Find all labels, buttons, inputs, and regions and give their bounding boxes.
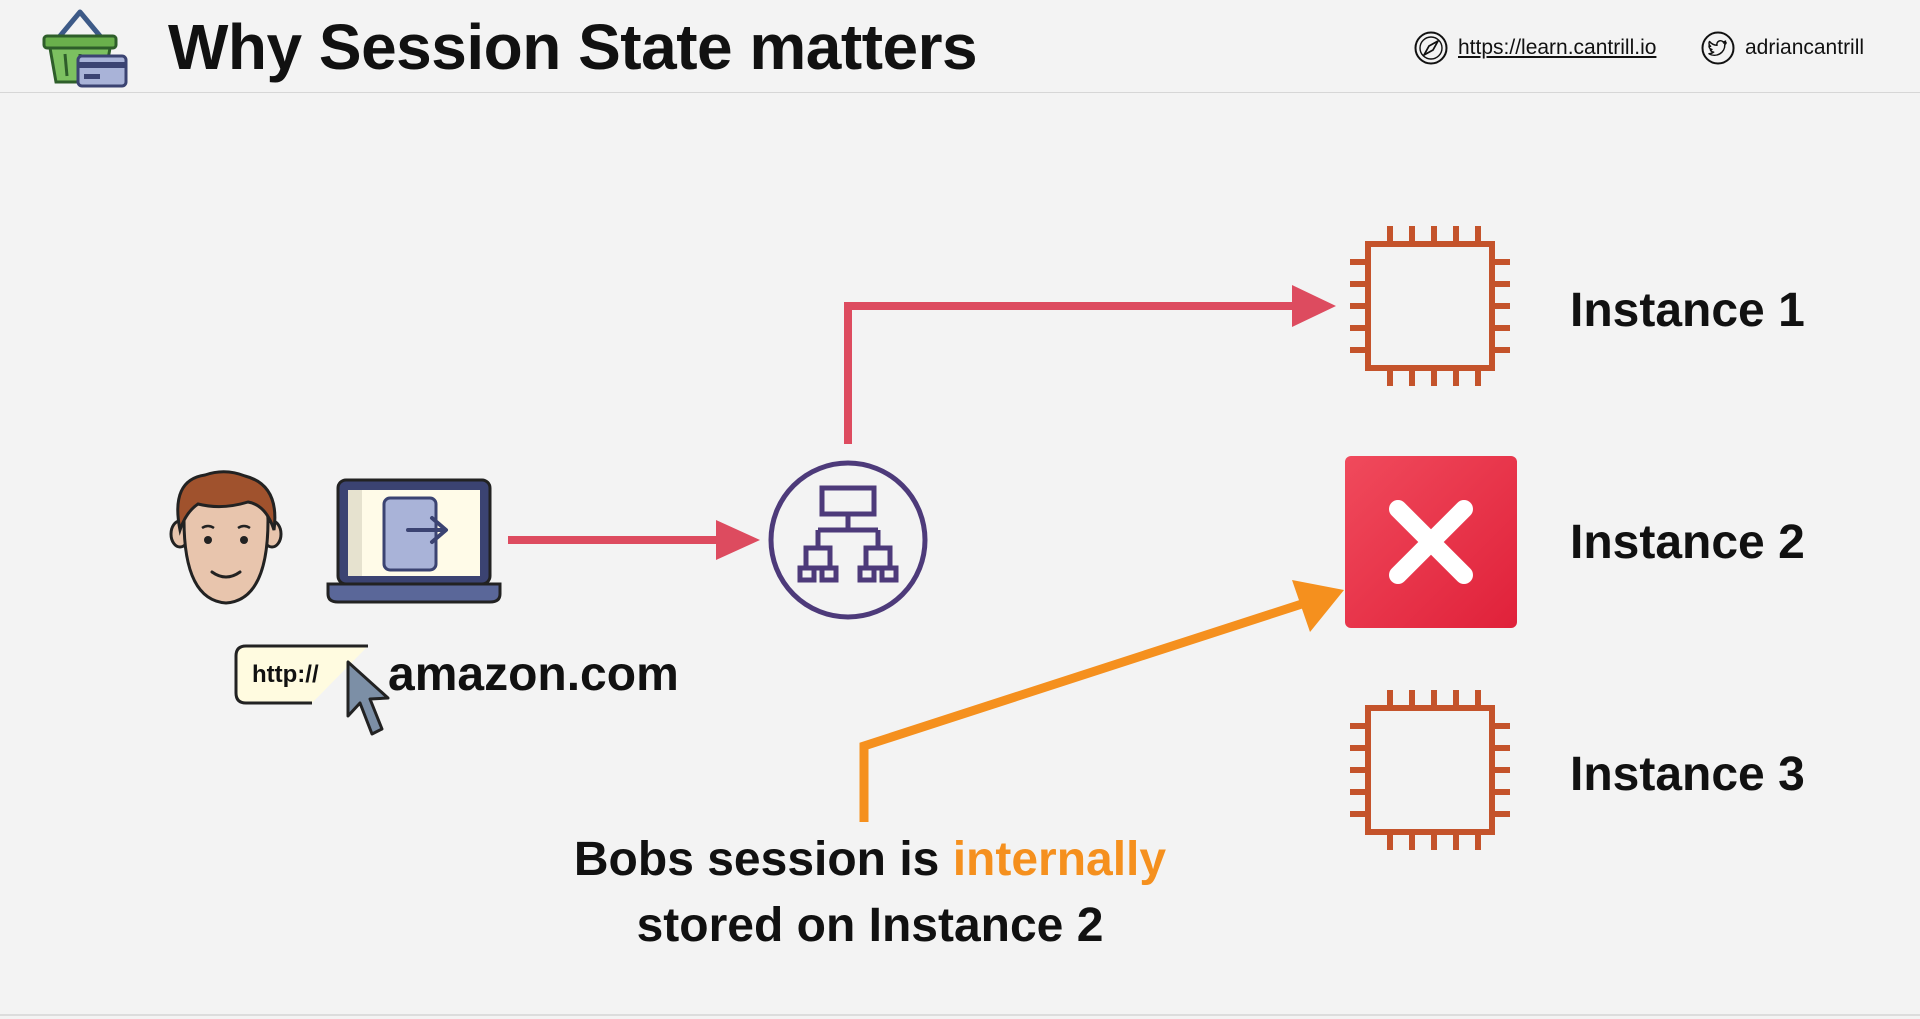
twitter-icon: [1701, 31, 1735, 65]
instance-1-label: Instance 1: [1570, 284, 1805, 337]
website-url[interactable]: https://learn.cantrill.io: [1458, 36, 1657, 59]
arrow-lb-to-instance-1: [844, 285, 1336, 444]
header: Why Session State matters https://learn.…: [0, 0, 1920, 93]
laptop-icon: [326, 478, 502, 604]
shopping-basket-card-icon: [42, 9, 128, 88]
compass-icon: [1414, 31, 1448, 65]
domain-label: amazon.com: [388, 648, 679, 701]
mouse-cursor-icon: [346, 660, 390, 736]
footer-divider: [0, 1014, 1920, 1016]
session-caption: Bobs session is internally stored on Ins…: [520, 827, 1220, 959]
close-icon: [1389, 500, 1473, 584]
caption-highlight: internally: [952, 833, 1167, 886]
ec2-instance-3-icon: [1350, 690, 1510, 850]
user-avatar-icon: [169, 470, 283, 605]
twitter-link[interactable]: adriancantrill: [1700, 26, 1864, 70]
instance-2-failed-icon: [1345, 456, 1517, 628]
url-box: http://: [234, 644, 390, 736]
arrow-session-to-instance-2: [859, 580, 1344, 822]
website-link[interactable]: https://learn.cantrill.io: [1413, 26, 1656, 70]
load-balancer-icon: [768, 460, 928, 620]
caption-line-2: stored on Instance 2: [636, 899, 1104, 952]
twitter-handle[interactable]: adriancantrill: [1745, 36, 1865, 59]
arrow-client-to-lb: [508, 520, 760, 560]
caption-line-1: Bobs session is internally: [520, 827, 1220, 893]
ec2-instance-1-icon: [1350, 226, 1510, 386]
instance-2-label: Instance 2: [1570, 516, 1805, 569]
url-box-text: http://: [252, 661, 319, 688]
page-title: Why Session State matters: [168, 11, 978, 83]
instance-3-label: Instance 3: [1570, 748, 1805, 801]
caption-text: Bobs session is: [573, 833, 953, 886]
